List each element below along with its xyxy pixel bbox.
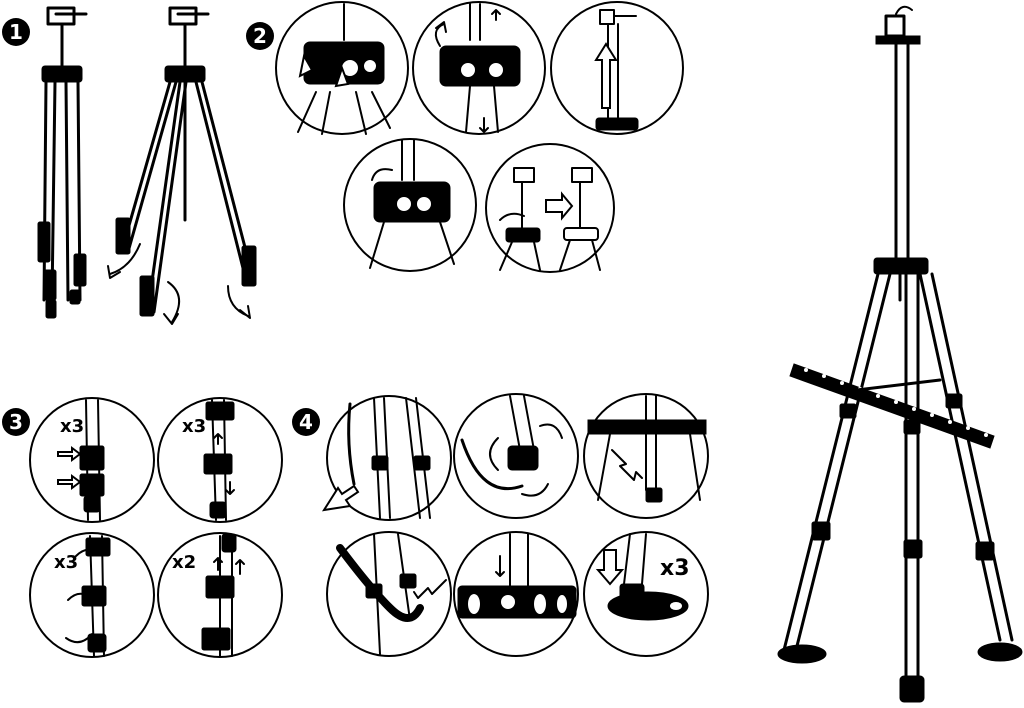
assembled-easel [777, 5, 1023, 703]
step2-circle-5 [485, 143, 615, 273]
step-badge-1: 1 [2, 18, 30, 46]
step1-unfolded-easel [107, 6, 257, 325]
qty-label-s3-tl: x3 [60, 416, 85, 437]
step2-circle-3 [550, 1, 684, 135]
qty-label-s3-bl: x3 [54, 552, 79, 573]
step3-circle-2 [157, 397, 283, 523]
step4-circle-2 [453, 393, 579, 519]
qty-label-s3-tr: x3 [182, 416, 207, 437]
step4-circle-4 [326, 531, 452, 657]
step2-circle-4 [343, 138, 477, 272]
step1-folded-easel [37, 6, 88, 319]
step2-circle-2 [412, 1, 546, 135]
step-badge-3: 3 [2, 408, 30, 436]
step3-circle-1 [29, 397, 155, 523]
step3-circle-4 [157, 532, 283, 658]
qty-label-s3-br: x2 [172, 552, 197, 573]
step4-circle-1 [321, 395, 452, 521]
step-badge-4: 4 [292, 408, 320, 436]
step4-circle-5 [453, 531, 579, 657]
step4-circle-6 [583, 531, 709, 657]
step-badge-2: 2 [246, 22, 274, 50]
step4-circle-3 [583, 393, 709, 519]
step2-circle-1 [275, 1, 409, 135]
step3-circle-3 [29, 532, 155, 658]
qty-label-s4-br: x3 [660, 556, 690, 581]
